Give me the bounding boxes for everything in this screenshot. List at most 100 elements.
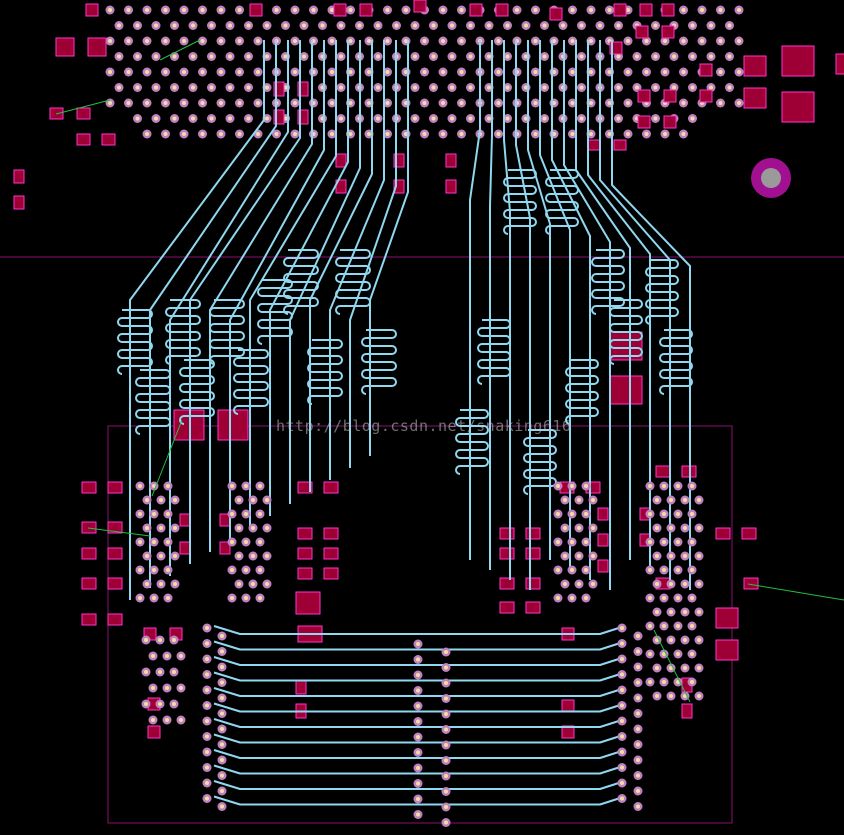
via-hole bbox=[561, 23, 565, 28]
via-hole bbox=[444, 743, 448, 747]
via-hole bbox=[205, 688, 209, 692]
via-hole bbox=[683, 526, 687, 530]
via-hole bbox=[135, 85, 140, 90]
pad bbox=[781, 45, 815, 77]
via-hole bbox=[589, 101, 593, 105]
via-hole bbox=[172, 670, 176, 674]
via-hole bbox=[563, 582, 567, 586]
via-hole bbox=[385, 39, 390, 43]
via-hole bbox=[237, 554, 241, 558]
via-hole bbox=[348, 132, 353, 136]
via-hole bbox=[524, 23, 528, 28]
via-hole bbox=[154, 116, 158, 121]
via-hole bbox=[265, 54, 269, 59]
via-hole bbox=[648, 484, 652, 488]
via-hole bbox=[662, 624, 666, 628]
via-hole bbox=[626, 39, 630, 43]
via-hole bbox=[416, 719, 420, 724]
via-hole bbox=[220, 680, 224, 685]
via-hole bbox=[209, 54, 214, 59]
via-hole bbox=[179, 654, 183, 658]
via-hole bbox=[172, 638, 176, 642]
via-hole bbox=[191, 54, 195, 59]
via-hole bbox=[556, 484, 560, 488]
via-hole bbox=[570, 568, 574, 572]
via-hole bbox=[200, 101, 205, 105]
pad bbox=[147, 725, 161, 739]
via-hole bbox=[648, 512, 652, 516]
via-hole bbox=[626, 101, 630, 105]
via-hole bbox=[172, 23, 177, 28]
via-hole bbox=[422, 39, 427, 43]
trace bbox=[189, 40, 301, 564]
via-hole bbox=[591, 582, 595, 586]
meander-trace bbox=[165, 299, 201, 365]
via-hole bbox=[416, 766, 420, 770]
via-hole bbox=[165, 718, 169, 722]
via-hole bbox=[173, 582, 177, 586]
via-hole bbox=[251, 498, 255, 502]
via-hole bbox=[653, 54, 658, 59]
via-hole bbox=[496, 132, 501, 136]
via-hole bbox=[570, 512, 574, 516]
via-hole bbox=[441, 101, 445, 105]
via-hole bbox=[237, 8, 242, 12]
pad bbox=[217, 409, 249, 441]
via-hole bbox=[676, 512, 680, 516]
via-hole bbox=[205, 781, 209, 785]
pad bbox=[613, 139, 627, 151]
via-hole bbox=[669, 582, 673, 586]
via-hole bbox=[644, 70, 649, 74]
via-hole bbox=[422, 70, 427, 74]
meander-trace bbox=[135, 369, 171, 435]
pad bbox=[323, 527, 339, 540]
via-hole bbox=[145, 526, 149, 530]
via-hole bbox=[265, 23, 269, 28]
via-hole bbox=[152, 512, 156, 516]
via-hole bbox=[138, 596, 142, 600]
trace bbox=[349, 40, 397, 468]
meander-trace bbox=[257, 279, 293, 345]
via-hole bbox=[533, 39, 538, 43]
via-hole bbox=[662, 680, 666, 684]
via-hole bbox=[709, 23, 713, 28]
via-hole bbox=[172, 85, 177, 90]
via-hole bbox=[662, 540, 666, 544]
pad bbox=[495, 3, 509, 17]
via-hole bbox=[620, 703, 624, 708]
pad bbox=[661, 3, 675, 17]
via-hole bbox=[159, 526, 163, 530]
via-hole bbox=[173, 498, 177, 502]
via-hole bbox=[154, 54, 158, 59]
via-hole bbox=[117, 23, 121, 28]
via-hole bbox=[385, 8, 390, 12]
trace bbox=[289, 40, 361, 504]
via-hole bbox=[636, 804, 640, 809]
bus-trace bbox=[213, 733, 626, 744]
via-hole bbox=[413, 85, 417, 90]
via-hole bbox=[584, 568, 588, 572]
mounting-hole-icon[interactable] bbox=[751, 158, 791, 198]
via-hole bbox=[737, 70, 741, 74]
via-hole bbox=[144, 638, 148, 642]
via-hole bbox=[367, 39, 371, 43]
meander-trace bbox=[645, 259, 679, 325]
via-hole bbox=[737, 101, 741, 105]
pad bbox=[81, 547, 97, 560]
via-hole bbox=[700, 39, 704, 43]
ratsnest-line bbox=[653, 629, 691, 703]
via-hole bbox=[283, 54, 288, 59]
via-hole bbox=[166, 540, 170, 544]
trace bbox=[169, 40, 289, 576]
via-hole bbox=[542, 116, 547, 121]
via-hole bbox=[690, 596, 694, 600]
meander-trace bbox=[209, 299, 245, 365]
via-hole bbox=[468, 85, 473, 90]
via-hole bbox=[158, 702, 162, 706]
via-hole bbox=[533, 8, 538, 12]
bus-trace bbox=[213, 640, 626, 651]
via-hole bbox=[220, 804, 224, 809]
via-hole bbox=[579, 54, 584, 59]
pad bbox=[445, 179, 457, 194]
